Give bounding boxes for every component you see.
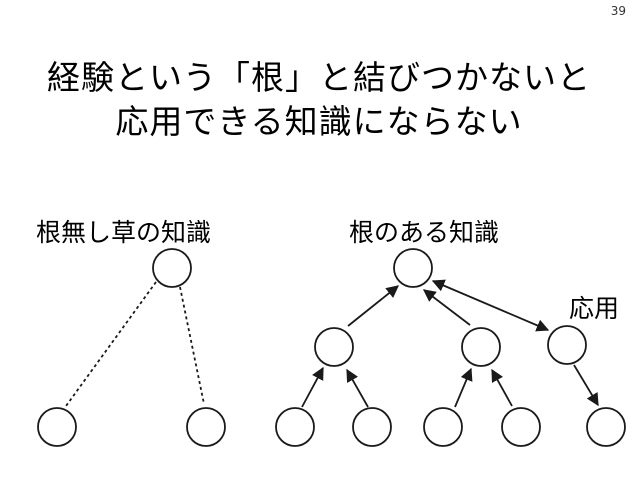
arrow-m-to-top [422,289,471,326]
apply-leaf-node [586,407,626,447]
arrow-mr-to-m [491,368,513,407]
title-line-2: 応用できる知識にならない [115,102,523,141]
arrow-lr-to-l [346,368,369,408]
title-line-1: 経験という「根」と結びつかないと [47,58,591,97]
apply-node [547,325,587,365]
arrow-apply-down [573,364,599,407]
rooted-leaf-1 [275,407,315,447]
dotted-link-left [65,281,157,407]
page-number: 39 [610,4,626,18]
rooted-mid-left-node [314,327,354,367]
arrow-l-to-top [347,285,399,327]
arrow-ml-to-m [454,367,473,408]
rooted-tree [301,279,599,408]
rootless-bottom-left-node [37,407,77,447]
arrow-ll-to-l [301,366,324,408]
arrow-top-to-apply [431,279,550,332]
rooted-leaf-4 [501,407,541,447]
rooted-leaf-3 [423,407,463,447]
apply-label: 応用 [569,294,620,323]
rooted-knowledge-label: 根のある知識 [349,218,500,247]
rootless-bottom-right-node [186,407,226,447]
rooted-leaf-2 [352,407,392,447]
rootless-knowledge-label: 根無し草の知識 [36,218,212,247]
rooted-top-node [393,248,433,288]
rooted-mid-right-node [461,327,501,367]
dotted-link-right [179,286,205,405]
rootless-top-node [152,248,192,288]
slide-title: 経験という「根」と結びつかないと 応用できる知識にならない [0,56,638,144]
rootless-tree [37,248,226,447]
rooted-nodes [275,248,626,447]
